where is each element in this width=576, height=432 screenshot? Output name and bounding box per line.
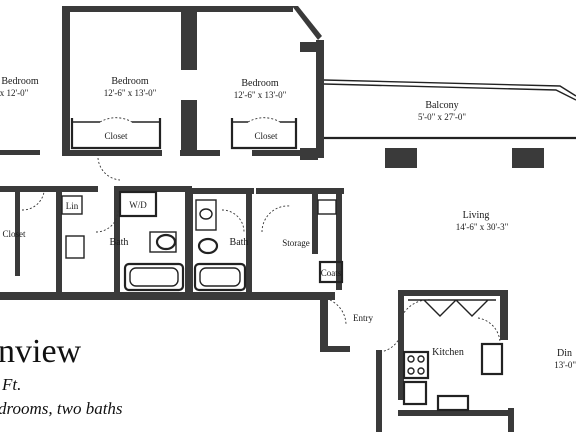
room-labels: Bedroom x 12'-0" Bedroom 12'-6" x 13'-0"…	[0, 76, 576, 370]
closet-center-outline	[70, 118, 162, 150]
kitchen-walls	[376, 290, 514, 432]
plan-summary: drooms, two baths	[0, 399, 123, 418]
column-2	[512, 148, 544, 168]
dims-dining: 13'-0"	[554, 360, 576, 370]
column-0	[300, 148, 318, 160]
dims-balcony: 5'-0" x 27'-0"	[418, 112, 466, 122]
tub-left	[123, 262, 185, 292]
plan-title: nview	[0, 333, 82, 370]
label-living: Living	[463, 210, 490, 221]
wall-bottom-main	[0, 292, 335, 300]
dims-bedroom-right: 12'-6" x 13'-0"	[234, 90, 287, 100]
closets	[70, 118, 298, 150]
exterior-walls	[0, 6, 324, 158]
service-walls	[0, 186, 350, 352]
tub-right	[193, 262, 247, 292]
label-bath-left: Bath	[110, 237, 129, 248]
wall-bedroom-left	[62, 6, 70, 154]
wall-bottom-a	[62, 150, 162, 156]
wall-angle-top	[292, 6, 322, 40]
label-kitchen: Kitchen	[432, 347, 464, 358]
wall-bedroom-right	[316, 40, 324, 158]
wall-corner-block	[300, 42, 324, 52]
kitchen-sink	[436, 394, 470, 412]
dims-bedroom-center: 12'-6" x 13'-0"	[104, 88, 157, 98]
dims-living: 14'-6" x 30'-3"	[456, 222, 509, 232]
toilet-left	[155, 233, 177, 251]
label-wd: W/D	[129, 200, 147, 210]
label-dining: Din	[557, 348, 572, 359]
closet-right-outline	[230, 118, 298, 150]
wall-top	[67, 6, 293, 12]
wall-bottom-b	[180, 150, 220, 156]
toilet-right	[197, 237, 219, 255]
wall-bottom-c	[252, 150, 324, 156]
label-storage: Storage	[282, 238, 310, 248]
wall-partition-upper	[181, 10, 197, 70]
label-closet-right: Closet	[254, 131, 278, 141]
dims-bedroom-left: x 12'-0"	[0, 88, 29, 98]
fixtures	[61, 190, 344, 292]
plan-area: Ft.	[1, 375, 21, 394]
plan-title-block: nview Ft. drooms, two baths	[0, 333, 123, 418]
label-bedroom-left: Bedroom	[1, 76, 38, 87]
balcony	[300, 79, 576, 168]
label-linen: Lin	[66, 201, 79, 211]
label-bath-right: Bath	[230, 237, 249, 248]
refrigerator	[480, 342, 504, 376]
label-balcony: Balcony	[425, 100, 458, 111]
stove	[402, 350, 430, 380]
column-1	[385, 148, 417, 168]
label-closet-center: Closet	[104, 131, 128, 141]
label-coats: Coats	[321, 268, 342, 278]
label-entry: Entry	[353, 313, 373, 323]
label-closet-left: Closet	[2, 229, 26, 239]
wall-partition-lower	[181, 100, 197, 155]
label-bedroom-right: Bedroom	[241, 78, 278, 89]
label-bedroom-center: Bedroom	[111, 76, 148, 87]
wall-left-bedroom-bottom	[0, 150, 40, 155]
